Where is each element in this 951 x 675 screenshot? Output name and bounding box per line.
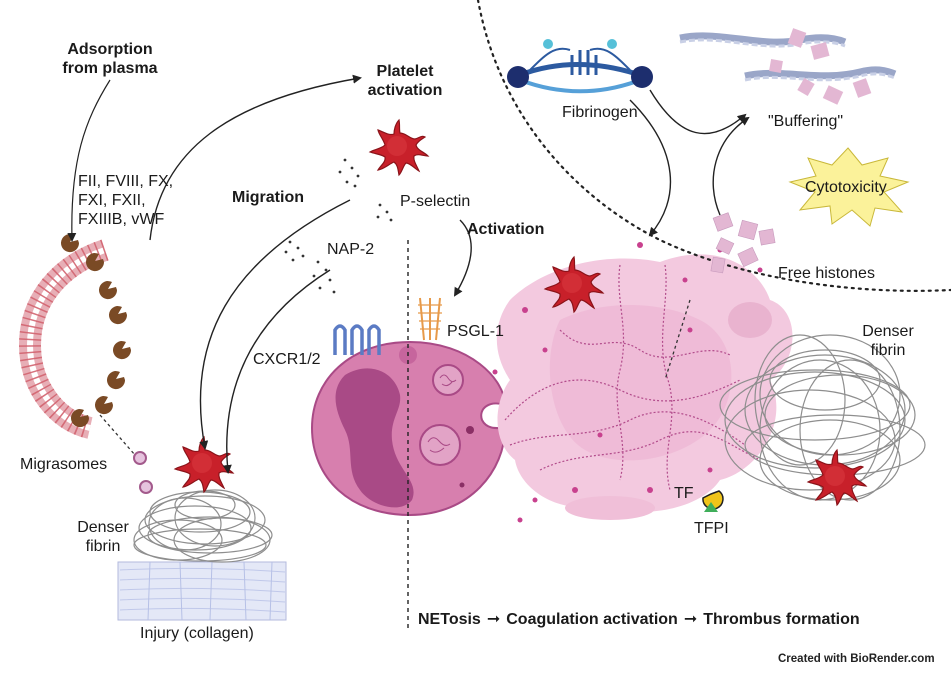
nap2-label: NAP-2 bbox=[327, 241, 375, 258]
fibrinogen-to-net-arrow bbox=[629, 99, 672, 237]
flow-step-thrombus: Thrombus formation bbox=[703, 611, 860, 628]
activated-platelet-top bbox=[369, 119, 429, 176]
cxcr-label: CXCR1/2 bbox=[253, 351, 321, 368]
net-dashed-link bbox=[664, 299, 691, 381]
cytotoxicity-star bbox=[788, 147, 910, 227]
denser-fibrin-left-label: Denser fibrin bbox=[77, 519, 129, 555]
migrasome-vesicle bbox=[133, 451, 147, 465]
flow-step-netosis: NETosis bbox=[418, 611, 481, 628]
psgl-receptor bbox=[418, 297, 442, 341]
buffered-histones bbox=[679, 28, 897, 105]
cytotoxicity-label: Cytotoxicity bbox=[805, 179, 887, 196]
adsorption-label: Adsorption from plasma bbox=[62, 41, 158, 77]
migration-arrow-down bbox=[199, 199, 351, 450]
activation-label: Activation bbox=[467, 221, 545, 238]
cxcr-receptor bbox=[333, 324, 381, 355]
fibrin-mesh-left bbox=[133, 489, 273, 563]
net-cloud bbox=[496, 254, 793, 520]
divider-arc bbox=[476, 0, 951, 292]
nap2-arrow bbox=[222, 269, 331, 474]
activation-arrow bbox=[453, 219, 472, 297]
flow-arrow-icon: ➞ bbox=[486, 611, 501, 628]
free-histone-chunks bbox=[710, 212, 776, 274]
histones-to-buffering-arrow bbox=[712, 116, 750, 216]
granule-dots bbox=[284, 158, 393, 294]
migrasome-link bbox=[99, 414, 136, 456]
migration-arrow-up bbox=[149, 74, 362, 241]
tfpi-label: TFPI bbox=[694, 520, 729, 537]
dna-strands bbox=[504, 264, 761, 491]
collagen-injury bbox=[117, 561, 287, 621]
free-histones-label: Free histones bbox=[778, 265, 875, 282]
fibrinogen-molecule bbox=[507, 39, 653, 94]
flow-step-coagulation: Coagulation activation bbox=[506, 611, 678, 628]
fibrinogen-to-buffering-arrow bbox=[649, 89, 747, 135]
tfpi-icon bbox=[704, 502, 718, 512]
injury-label: Injury (collagen) bbox=[140, 625, 254, 642]
biorender-credit: Created with BioRender.com bbox=[778, 653, 935, 665]
fibrin-mesh-right bbox=[719, 334, 926, 501]
coagulation-factors-label: FII, FVIII, FX, FXI, FXII, FXIIIB, vWF bbox=[78, 173, 174, 228]
adsorption-arrow bbox=[67, 79, 111, 242]
fibrinogen-label: Fibrinogen bbox=[562, 104, 638, 121]
migrasome-membrane bbox=[18, 239, 109, 439]
buffering-label: "Buffering" bbox=[768, 113, 844, 130]
process-flow: NETosis ➞ Coagulation activation ➞ Thrombus … bbox=[418, 610, 860, 629]
flow-arrow-icon: ➞ bbox=[683, 611, 698, 628]
psgl-label: PSGL-1 bbox=[447, 323, 504, 340]
tf-label: TF bbox=[674, 485, 694, 502]
platelet-activation-label: Platelet activation bbox=[367, 63, 443, 99]
migrasome-vesicle bbox=[139, 480, 153, 494]
p-selectin-label: P-selectin bbox=[400, 193, 471, 210]
migration-label: Migration bbox=[232, 189, 304, 206]
neutrophil bbox=[310, 340, 507, 517]
migrasomes-label: Migrasomes bbox=[20, 456, 108, 473]
denser-fibrin-right-label: Denser fibrin bbox=[862, 323, 914, 359]
